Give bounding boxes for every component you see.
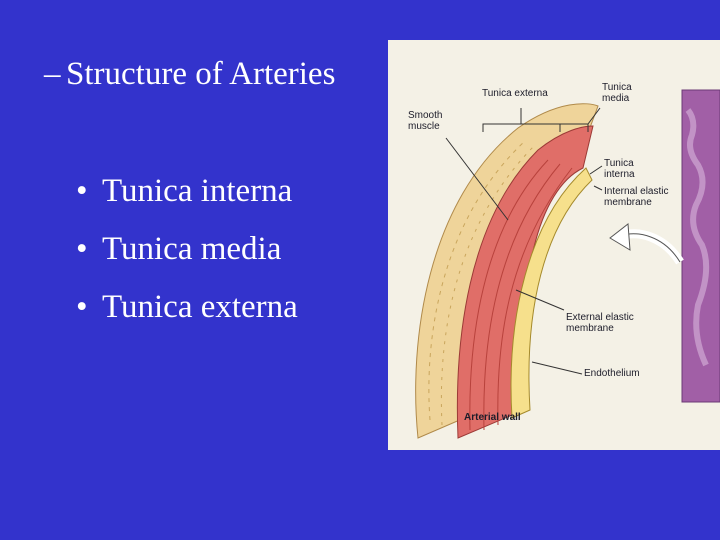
histology-texture — [685, 108, 710, 367]
bullet-item: • Tunica interna — [76, 162, 298, 220]
label-arterial-wall: Arterial wall — [464, 412, 521, 423]
bullet-glyph: • — [76, 289, 88, 325]
media-fiber — [497, 167, 573, 426]
tunica-media-leader — [587, 107, 601, 125]
bullet-glyph: • — [76, 173, 88, 209]
media-fiber — [483, 163, 561, 431]
smooth-muscle-leader — [445, 137, 509, 221]
bullet-text: Tunica media — [102, 231, 282, 267]
bullet-text: Tunica externa — [102, 289, 298, 325]
internal-elastic-leader — [593, 185, 603, 191]
arterial-wall-illustration — [415, 89, 720, 439]
media-fiber — [469, 159, 549, 431]
histology-border — [681, 89, 720, 403]
callout-arrow-head — [609, 223, 631, 251]
label-tunica-externa: Tunica externa — [482, 88, 548, 99]
label-tunica-media: Tunica media — [602, 82, 632, 104]
bullet-item: • Tunica media — [76, 220, 298, 278]
external-elastic-leader — [515, 289, 565, 311]
bullet-text: Tunica interna — [102, 173, 293, 209]
heading-dash: – — [44, 56, 61, 92]
label-external-elastic-membrane: External elastic membrane — [566, 312, 634, 334]
bullet-list: • Tunica interna • Tunica media • Tunica ex… — [76, 162, 298, 336]
label-internal-elastic-membrane: Internal elastic membrane — [604, 186, 669, 208]
heading-text: Structure of Arteries — [66, 56, 336, 92]
tunica-interna-layer — [510, 167, 593, 419]
externa-fiber — [428, 139, 527, 421]
endothelium-leader — [531, 361, 583, 375]
bullet-glyph: • — [76, 231, 88, 267]
tunica-interna-leader — [589, 165, 603, 175]
label-endothelium: Endothelium — [584, 368, 640, 379]
slide-text-panel: – Structure of Arteries • Tunica interna … — [44, 56, 335, 336]
label-tunica-interna: Tunica interna — [604, 158, 635, 180]
arterial-wall-figure: Smooth muscle Tunica externa Tunica medi… — [388, 40, 720, 450]
bullet-item: • Tunica externa — [76, 278, 298, 336]
label-smooth-muscle: Smooth muscle — [408, 110, 443, 132]
